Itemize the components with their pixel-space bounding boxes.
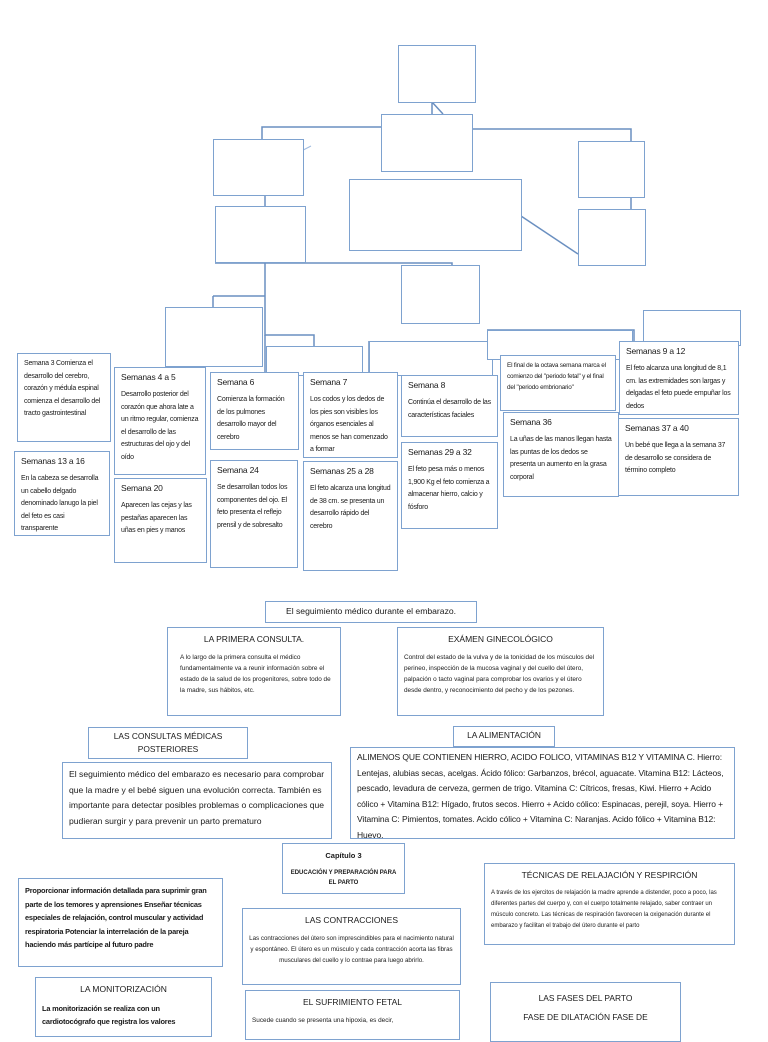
week-9-12-box: Semanas 9 a 12 El feto alcanza una longit… [619, 341, 739, 415]
week-4-5-box: Semanas 4 a 5 Desarrollo posterior del co… [114, 367, 206, 475]
week-13-16-box: Semanas 13 a 16 En la cabeza se desarroll… [14, 451, 110, 536]
week-body: Continúa el desarrollo de las caracterís… [408, 399, 491, 419]
box-body: A lo largo de la primera consulta el méd… [180, 654, 331, 694]
week-title: Semanas 4 a 5 [121, 372, 176, 382]
week-title: Semana 24 [217, 465, 259, 475]
week-body: Aparecen las cejas y las pestañas aparec… [121, 502, 192, 534]
box-body: ALIMENOS QUE CONTIENEN HIERRO, ACIDO FOL… [357, 752, 724, 839]
primera-consulta-box: LA PRIMERA CONSULTA. A lo largo de la pri… [167, 627, 341, 716]
alimentacion-title-box: LA ALIMENTACIÓN [453, 726, 555, 747]
consultas-title-box: LAS CONSULTAS MÉDICAS POSTERIORES [88, 727, 248, 759]
week-body: Un bebé que llega a la semana 37 de desa… [625, 442, 726, 474]
empty-box-root [398, 45, 476, 103]
empty-box-level1 [381, 114, 473, 172]
empty-box-right2 [578, 209, 646, 266]
box-body: A través de los ejercitos de relajación … [491, 890, 717, 929]
sufrimiento-fetal-box: EL SUFRIMIENTO FETAL Sucede cuando se pre… [245, 990, 460, 1040]
box-title: EL SUFRIMIENTO FETAL [302, 997, 403, 1007]
empty-box-left2 [215, 206, 306, 263]
week-20-box: Semana 20 Aparecen las cejas y las pestañ… [114, 478, 207, 563]
week-title: Semana 3 Comienza el desarrollo del cere… [24, 360, 101, 417]
proporcionar-box: Proporcionar información detallada para … [18, 878, 223, 967]
box-body: FASE DE DILATACIÓN FASE DE [523, 1012, 648, 1022]
box-title: LA MONITORIZACIÓN [80, 984, 167, 994]
box-title: LA PRIMERA CONSULTA. [203, 634, 305, 644]
week-title: Semana 7 [310, 377, 348, 387]
examen-ginecologico-box: EXÁMEN GINECOLÓGICO Control del estado de… [397, 627, 604, 716]
week-title: Semana 20 [121, 483, 163, 493]
section-title: El seguimiento médico durante el embaraz… [265, 601, 477, 623]
week-24-box: Semana 24 Se desarrollan todos los compon… [210, 460, 298, 568]
week-body: Los codos y los dedos de los pies son vi… [310, 396, 388, 453]
box-title: Capítulo 3 [325, 851, 362, 860]
empty-box-right [578, 141, 645, 198]
box-title: LAS FASES DEL PARTO [538, 993, 633, 1003]
week-title: Semanas 29 a 32 [408, 447, 472, 457]
week-title: Semanas 25 a 28 [310, 466, 374, 476]
empty-box-mid [401, 265, 480, 324]
week-title: Semana 8 [408, 380, 446, 390]
box-body: El seguimiento médico del embarazo es ne… [69, 769, 325, 826]
week-body: Comienza la formación de los pulmones de… [217, 396, 285, 441]
week-7-box: Semana 7 Los codos y los dedos de los pie… [303, 372, 398, 458]
week-6-box: Semana 6 Comienza la formación de los pul… [210, 372, 299, 450]
box-body: Proporcionar información detallada para … [25, 886, 207, 949]
contracciones-box: LAS CONTRACCIONES Las contracciones del ú… [242, 908, 461, 985]
week-body: En la cabeza se desarrolla un cabello de… [21, 475, 99, 532]
week-body: El feto alcanza una longitud de 8,1 cm. … [626, 365, 731, 410]
week-title: Semana 36 [510, 417, 552, 427]
week-25-28-box: Semanas 25 a 28 El feto alcanza una longi… [303, 461, 398, 571]
box-body: Las contracciones del útero son impresci… [249, 935, 454, 964]
week-37-40-box: Semanas 37 a 40 Un bebé que llega a la se… [618, 418, 739, 496]
week-body: Se desarrollan todos los componentes del… [217, 484, 288, 529]
empty-box-low2 [266, 346, 363, 376]
week-body: Desarrollo posterior del corazón que aho… [121, 391, 199, 461]
empty-box-low5 [643, 310, 741, 346]
empty-box-low3 [369, 341, 493, 376]
fetal-period-box: El final de la octava semana marca el co… [500, 355, 616, 411]
box-title: LAS CONTRACCIONES [304, 915, 399, 925]
monitorizacion-box: LA MONITORIZACIÓN La monitorización se re… [35, 977, 212, 1037]
empty-box-low1 [165, 307, 263, 367]
box-body: La monitorización se realiza con un card… [42, 1004, 176, 1026]
consultas-body-box: El seguimiento médico del embarazo es ne… [62, 762, 332, 839]
empty-box-center [349, 179, 522, 251]
empty-box-left [213, 139, 304, 196]
week-8-box: Semana 8 Continúa el desarrollo de las ca… [401, 375, 498, 437]
capitulo-box: Capítulo 3 EDUCACIÓN Y PREPARACIÓN PARA E… [282, 843, 405, 894]
box-body: Control del estado de la vulva y de la t… [404, 654, 595, 694]
week-body: La uñas de las manos llegan hasta las pu… [510, 436, 612, 481]
box-title: TÉCNICAS DE RELAJACIÓN Y RESPIRCIÓN [521, 870, 698, 880]
week-title: Semanas 13 a 16 [21, 456, 85, 466]
week-3-box: Semana 3 Comienza el desarrollo del cere… [17, 353, 111, 442]
week-body: El feto alcanza una longitud de 38 cm. s… [310, 485, 391, 530]
week-title: Semanas 9 a 12 [626, 346, 686, 356]
box-title: EXÁMEN GINECOLÓGICO [448, 634, 553, 644]
alimentacion-body-box: ALIMENOS QUE CONTIENEN HIERRO, ACIDO FOL… [350, 747, 735, 839]
fases-parto-box: LAS FASES DEL PARTO FASE DE DILATACIÓN FA… [490, 982, 681, 1042]
week-title: Semanas 37 a 40 [625, 423, 689, 433]
fetal-period-text: El final de la octava semana marca el co… [507, 362, 606, 391]
week-36-box: Semana 36 La uñas de las manos llegan has… [503, 412, 619, 497]
week-body: El feto pesa más o menos 1,900 Kg el fet… [408, 466, 490, 511]
box-body: Sucede cuando se presenta una hipoxia, e… [252, 1017, 394, 1024]
box-body: EDUCACIÓN Y PREPARACIÓN PARA EL PARTO [290, 870, 397, 886]
week-29-32-box: Semanas 29 a 32 El feto pesa más o menos … [401, 442, 498, 529]
tecnicas-box: TÉCNICAS DE RELAJACIÓN Y RESPIRCIÓN A tra… [484, 863, 735, 945]
week-title: Semana 6 [217, 377, 255, 387]
